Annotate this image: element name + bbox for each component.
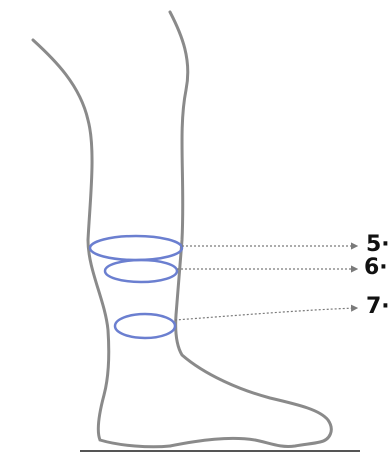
leader-line-7 bbox=[175, 308, 357, 320]
measure-ring-6 bbox=[105, 260, 177, 282]
measure-label-6: 6· bbox=[364, 257, 388, 279]
measure-label-5: 5· bbox=[366, 234, 390, 256]
foot-sole-contour bbox=[170, 438, 320, 446]
leg-front-contour bbox=[170, 12, 331, 442]
measure-label-7: 7· bbox=[366, 296, 390, 318]
leg-back-contour bbox=[33, 40, 170, 447]
measure-ring-5 bbox=[90, 236, 182, 260]
measure-ring-7 bbox=[115, 314, 175, 338]
